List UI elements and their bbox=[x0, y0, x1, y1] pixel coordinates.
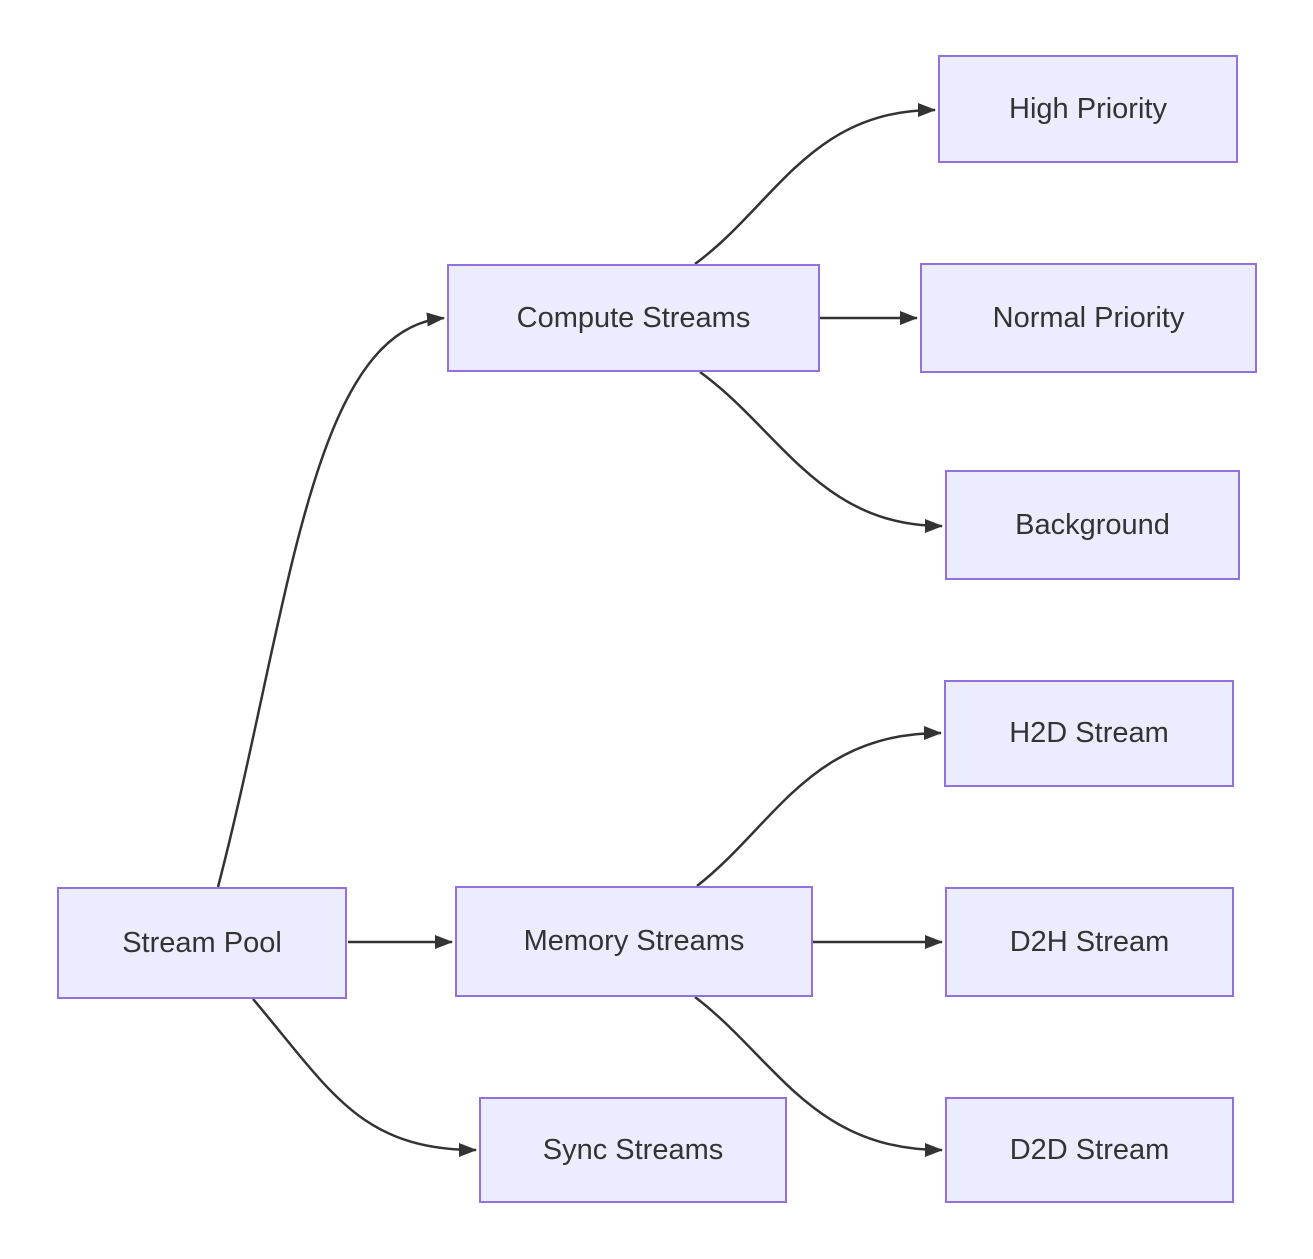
node-normal-priority: Normal Priority bbox=[920, 263, 1257, 373]
node-d2d-stream-label: D2D Stream bbox=[1009, 1133, 1170, 1166]
node-compute-streams: Compute Streams bbox=[447, 264, 820, 372]
edge-compute-streams-to-high-priority bbox=[694, 103, 936, 266]
node-normal-priority-label: Normal Priority bbox=[992, 301, 1185, 334]
node-memory-streams-label: Memory Streams bbox=[523, 925, 745, 958]
node-d2h-stream: D2H Stream bbox=[945, 887, 1234, 997]
node-sync-streams-label: Sync Streams bbox=[542, 1133, 724, 1166]
node-stream-pool-label: Stream Pool bbox=[122, 926, 282, 959]
edge-stream-pool-to-sync-streams bbox=[252, 998, 477, 1157]
node-compute-streams-label: Compute Streams bbox=[516, 301, 751, 334]
node-sync-streams: Sync Streams bbox=[479, 1097, 787, 1203]
node-h2d-stream-label: H2D Stream bbox=[1009, 717, 1169, 750]
node-high-priority: High Priority bbox=[938, 55, 1238, 163]
node-d2d-stream: D2D Stream bbox=[945, 1097, 1234, 1203]
node-background: Background bbox=[945, 470, 1240, 580]
node-background-label: Background bbox=[1015, 508, 1170, 541]
edge-compute-streams-to-background bbox=[699, 370, 943, 533]
node-d2h-stream-label: D2H Stream bbox=[1009, 925, 1170, 958]
node-high-priority-label: High Priority bbox=[1009, 92, 1167, 125]
node-h2d-stream: H2D Stream bbox=[944, 680, 1234, 787]
node-memory-streams: Memory Streams bbox=[455, 886, 813, 997]
node-stream-pool: Stream Pool bbox=[57, 887, 347, 999]
edge-stream-pool-to-compute-streams bbox=[216, 312, 445, 888]
edge-memory-streams-to-h2d-stream bbox=[696, 726, 942, 887]
